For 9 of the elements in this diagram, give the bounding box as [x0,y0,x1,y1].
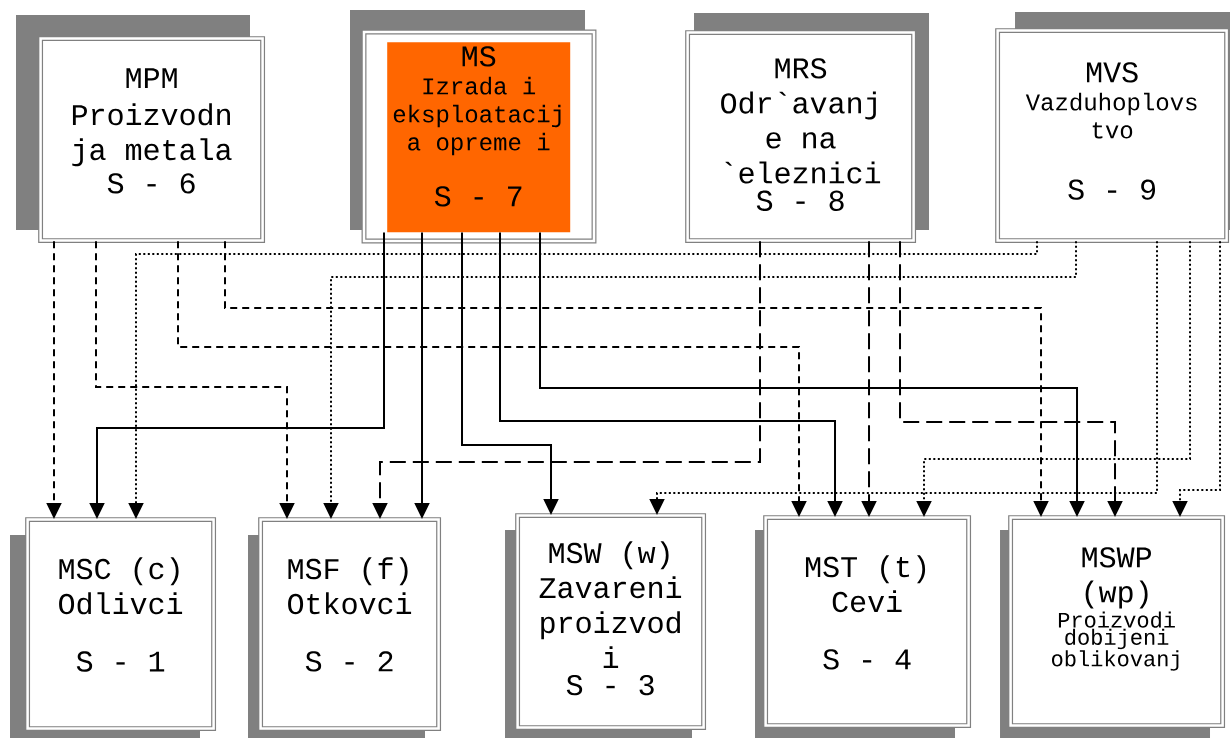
system-box: MSWP (wp) Proizvodi dobijeni oblikovanj [1000,515,1226,738]
system-box: MSF (f) Otkovci S - 2 [248,517,442,738]
system-box: MRS Odr`avanj e na `eleznici S - 8 [685,13,929,244]
system-box: MST (t) Cevi S - 4 [755,515,972,738]
system-box: MVS Vazduhoplovs tvo S - 9 [995,12,1230,244]
system-box: MSW (w) Zavareni proizvod i S - 3 [505,513,707,738]
system-box: MS Izrada i eksploatacij a opreme i S - 7 [350,10,597,244]
system-box: MPM Proizvodn ja metala S - 6 [16,15,266,244]
system-box: MSC (c) Odlivci S - 1 [10,517,217,738]
